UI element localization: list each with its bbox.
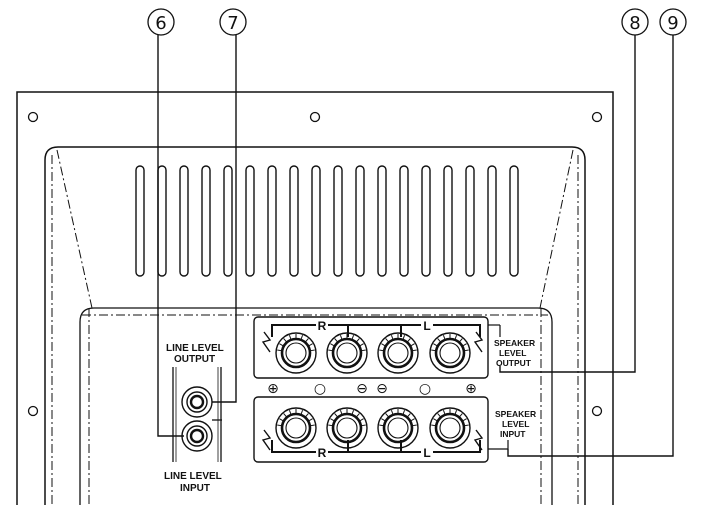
callout-6: 6 [147,8,175,36]
mount-screw-bottom-left [27,405,39,417]
leader-8 [499,35,636,373]
callout-8: 8 [621,8,649,36]
input-wire-mark-right [473,429,484,451]
hidden-edge-lines [51,149,579,505]
polarity-plus-left: ⊕ [267,381,279,397]
line-level-panel: LINE LEVEL OUTPUT LINE LEVEL INPUT [164,343,224,494]
vent-slot [421,165,431,277]
ventilation-slots [135,165,519,277]
line-level-output-label-2: OUTPUT [174,354,215,365]
line-input-jack [181,420,213,452]
vent-slot [135,165,145,277]
speaker-level-output-label-1: SPEAKER [494,338,535,348]
speaker-output-terminal-block: R L SPEAKER LEVEL OUTPUT [253,316,535,379]
mount-screw-top-left [27,111,39,123]
svg-text:9: 9 [667,13,678,34]
speaker-level-output-label-2: LEVEL [499,348,526,358]
mount-screw-bottom-right [591,405,603,417]
vent-slot [223,165,233,277]
polarity-neutral-left: ○ [314,381,326,397]
input-channel-r: R [318,446,327,460]
vent-slot [399,165,409,277]
vent-slot [355,165,365,277]
input-wire-mark-left [261,429,272,451]
svg-text:7: 7 [227,13,238,34]
output-wire-mark-left [261,331,272,353]
input-binding-post-1 [275,407,317,449]
speaker-level-input-label-1: SPEAKER [495,409,536,419]
recess-inner-outline [79,307,553,505]
back-plate-outline [16,91,614,505]
output-channel-l: L [423,319,430,333]
line-level-input-label-2: INPUT [180,483,210,494]
mount-screw-top-right [591,111,603,123]
callout-7: 7 [219,8,247,36]
vent-slot [377,165,387,277]
polarity-neutral-right: ○ [419,381,431,397]
output-channel-r: R [318,319,327,333]
recess-outline [44,146,586,505]
callout-9: 9 [659,8,687,36]
speaker-input-terminal-block: R L SPEAKER LEVEL INPUT [253,396,536,463]
svg-text:6: 6 [155,13,166,34]
vent-slot [157,165,167,277]
input-binding-post-3 [377,407,419,449]
line-output-jack [181,386,213,418]
speaker-level-input-label-3: INPUT [500,429,526,439]
polarity-minus-left: ⊖ [356,381,368,397]
leader-9 [507,35,674,457]
input-binding-post-2 [326,407,368,449]
callout-leader-lines [157,35,674,457]
polarity-plus-right: ⊕ [465,381,477,397]
leader-7 [212,35,237,403]
polarity-markings: ⊕ ○ ⊖ ⊖ ○ ⊕ [267,381,477,397]
output-binding-post-3 [377,332,419,374]
vent-slot [509,165,519,277]
vent-slot [311,165,321,277]
leader-6 [157,35,184,437]
vent-slot [289,165,299,277]
vent-slot [465,165,475,277]
vent-slot [245,165,255,277]
output-binding-post-4 [429,332,471,374]
mount-screw-top-center [309,111,321,123]
output-wire-mark-right [473,331,484,353]
line-level-output-label-1: LINE LEVEL [166,343,224,354]
vent-slot [333,165,343,277]
output-binding-post-2 [326,332,368,374]
vent-slot [179,165,189,277]
input-binding-post-4 [429,407,471,449]
vent-slot [267,165,277,277]
line-level-input-label-1: LINE LEVEL [164,471,222,482]
input-channel-l: L [423,446,430,460]
polarity-minus-right: ⊖ [376,381,388,397]
speaker-level-input-label-2: LEVEL [502,419,529,429]
vent-slot [443,165,453,277]
svg-text:8: 8 [629,13,640,34]
vent-slot [487,165,497,277]
output-binding-post-1 [275,332,317,374]
speaker-level-output-label-3: OUTPUT [496,358,532,368]
vent-slot [201,165,211,277]
